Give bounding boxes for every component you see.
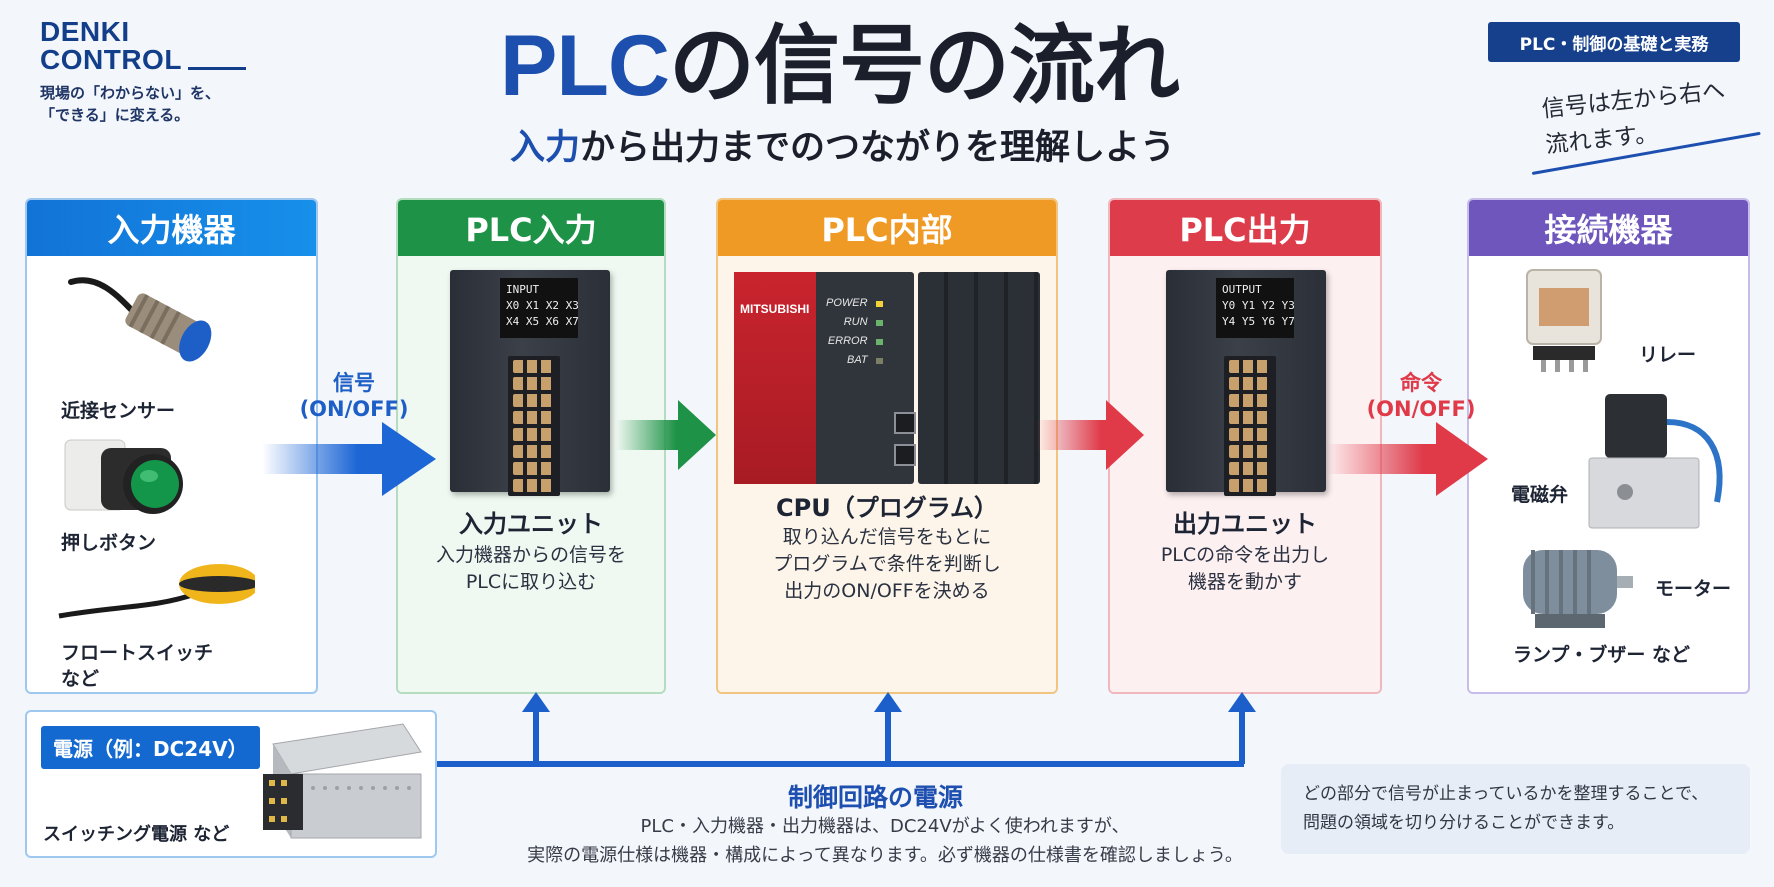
cpu-brand: MITSUBISHI bbox=[740, 302, 810, 316]
input-item-float-switch: フロートスイッチ bbox=[61, 642, 214, 664]
led-run-icon bbox=[875, 319, 883, 326]
signal-arrow-label: 信号 (ON/OFF) bbox=[294, 370, 414, 422]
cpu-port-icon bbox=[894, 412, 916, 434]
led-error-icon bbox=[875, 338, 883, 345]
tagline-line2: 「できる」に変える。 bbox=[40, 106, 190, 124]
cpu-unit-name: CPU（プログラム） bbox=[776, 494, 998, 522]
led-bat-label: BAT bbox=[846, 354, 868, 366]
float-switch-icon bbox=[58, 564, 255, 619]
solenoid-valve-icon bbox=[1588, 394, 1723, 529]
subtitle-rest: から出力までのつながりを理解しよう bbox=[580, 128, 1176, 168]
panel-plc-input-title: PLC入力 bbox=[398, 200, 664, 256]
page-title: PLCの信号の流れ bbox=[500, 16, 1180, 116]
command-label-line1: 命令 bbox=[1400, 371, 1442, 395]
control-power-text-line2: 実際の電源仕様は機器・構成によって異なります。必ず機器の仕様書を確認しましょう。 bbox=[527, 845, 1243, 866]
panel-connected-devices: 接続機器 リレー 電磁弁 モーター bbox=[1467, 198, 1750, 694]
input-to-cpu-arrow-icon bbox=[616, 400, 716, 470]
input-item-proximity-sensor: 近接センサー bbox=[61, 400, 176, 422]
cpu-module: MITSUBISHI POWER RUN ERROR BAT bbox=[734, 272, 1040, 484]
category-badge: PLC・制御の基礎と実務 bbox=[1488, 22, 1740, 62]
command-arrow-icon bbox=[1326, 422, 1488, 496]
led-bat-icon bbox=[875, 357, 883, 364]
cpu-status-leds: POWER RUN ERROR BAT bbox=[826, 294, 883, 370]
panel-plc-internal-title: PLC内部 bbox=[718, 200, 1056, 256]
input-unit-desc-line2: PLCに取り込む bbox=[465, 571, 597, 593]
output-terminal-block bbox=[1224, 356, 1276, 496]
cpu-desc-line2: プログラムで条件を判断し bbox=[773, 553, 1001, 575]
cpu-to-output-arrow-icon bbox=[1036, 400, 1144, 470]
cpu-desc-line1: 取り込んだ信号をもとに bbox=[782, 526, 992, 548]
signal-arrow-icon bbox=[262, 422, 436, 496]
logo-line2: CONTROL bbox=[40, 44, 182, 75]
panel-plc-output-title: PLC出力 bbox=[1110, 200, 1380, 256]
input-terminal-block bbox=[508, 356, 560, 496]
device-item-relay: リレー bbox=[1639, 344, 1697, 366]
subtitle-blue: 入力 bbox=[510, 128, 581, 168]
led-power-label: POWER bbox=[826, 297, 868, 309]
output-unit-module: OUTPUT Y0 Y1 Y2 Y3 Y4 Y5 Y6 Y7 bbox=[1166, 270, 1326, 496]
control-power-text-line1: PLC・入力機器・出力機器は、DC24Vがよく使われますが、 bbox=[640, 816, 1130, 837]
panel-devices-title: 接続機器 bbox=[1469, 200, 1748, 256]
output-unit-screen: OUTPUT Y0 Y1 Y2 Y3 Y4 Y5 Y6 Y7 bbox=[1216, 278, 1295, 338]
signal-label-line2: (ON/OFF) bbox=[299, 397, 409, 421]
logo: DENKI CONTROL 現場の「わからない」を、 「できる」に変える。 bbox=[40, 18, 246, 126]
led-error-label: ERROR bbox=[827, 335, 868, 347]
cpu-desc-line3: 出力のON/OFFを決める bbox=[784, 580, 990, 602]
logo-underline bbox=[187, 67, 246, 70]
handwritten-note: 信号は左から右へ 流れます。 bbox=[1540, 73, 1731, 164]
power-tag: 電源（例：DC24V） bbox=[41, 726, 260, 769]
title-rest: の信号の流れ bbox=[669, 16, 1180, 116]
page-subtitle: 入力から出力までのつながりを理解しよう bbox=[510, 126, 1175, 170]
cpu-port-icon bbox=[894, 444, 916, 466]
tip-line2: 問題の領域を切り分けることができます。 bbox=[1303, 813, 1625, 833]
output-unit-desc-line2: 機器を動かす bbox=[1187, 571, 1302, 593]
input-item-etc: など bbox=[61, 668, 100, 690]
cpu-expansion-slots bbox=[918, 272, 1040, 484]
led-power-icon bbox=[875, 300, 883, 307]
input-unit-screen: INPUT X0 X1 X2 X3 X4 X5 X6 X7 bbox=[500, 278, 579, 338]
logo-line1: DENKI bbox=[40, 16, 130, 47]
proximity-sensor-icon bbox=[68, 277, 212, 362]
troubleshoot-tip: どの部分で信号が止まっているかを整理することで、 問題の領域を切り分けることがで… bbox=[1281, 764, 1750, 854]
cpu-unit-desc: 取り込んだ信号をもとに プログラムで条件を判断し 出力のON/OFFを決める bbox=[718, 524, 1056, 605]
tagline-line1: 現場の「わからない」を、 bbox=[40, 84, 221, 102]
input-unit-desc-line1: 入力機器からの信号を bbox=[435, 544, 626, 566]
output-unit-name: 出力ユニット bbox=[1173, 510, 1317, 538]
device-item-motor: モーター bbox=[1655, 578, 1732, 600]
output-unit-desc-line1: PLCの命令を出力し bbox=[1160, 544, 1330, 566]
relay-icon bbox=[1526, 269, 1602, 372]
input-unit-name: 入力ユニット bbox=[459, 510, 603, 538]
control-power-text: PLC・入力機器・出力機器は、DC24Vがよく使われますが、 実際の電源仕様は機… bbox=[455, 812, 1315, 870]
title-plc: PLC bbox=[500, 18, 670, 114]
input-unit-module: INPUT X0 X1 X2 X3 X4 X5 X6 X7 bbox=[450, 270, 610, 496]
device-item-lamp-buzzer: ランプ・ブザー など bbox=[1513, 644, 1691, 666]
led-run-label: RUN bbox=[843, 316, 868, 328]
device-item-solenoid-valve: 電磁弁 bbox=[1511, 484, 1569, 506]
switching-power-supply-icon bbox=[263, 723, 422, 839]
power-label: スイッチング電源 など bbox=[43, 824, 230, 845]
output-unit-desc: PLCの命令を出力し 機器を動かす bbox=[1110, 542, 1380, 596]
signal-label-line1: 信号 bbox=[333, 371, 375, 395]
input-unit-desc: 入力機器からの信号を PLCに取り込む bbox=[398, 542, 664, 596]
panel-plc-internal: PLC内部 MITSUBISHI POWER RUN ERROR BAT CPU… bbox=[716, 198, 1058, 694]
motor-icon bbox=[1523, 550, 1633, 628]
logo-tagline: 現場の「わからない」を、 「できる」に変える。 bbox=[40, 82, 246, 126]
tip-line1: どの部分で信号が止まっているかを整理することで、 bbox=[1303, 784, 1709, 804]
panel-input-title: 入力機器 bbox=[27, 200, 316, 256]
control-power-title: 制御回路の電源 bbox=[788, 783, 964, 812]
command-label-line2: (ON/OFF) bbox=[1366, 397, 1476, 421]
power-distribution-lines bbox=[434, 692, 1256, 767]
panel-power-supply: 電源（例：DC24V） スイッチング電源 など bbox=[25, 710, 437, 858]
command-arrow-label: 命令 (ON/OFF) bbox=[1356, 370, 1486, 422]
push-button-icon bbox=[64, 439, 183, 514]
input-item-push-button: 押しボタン bbox=[61, 532, 157, 554]
